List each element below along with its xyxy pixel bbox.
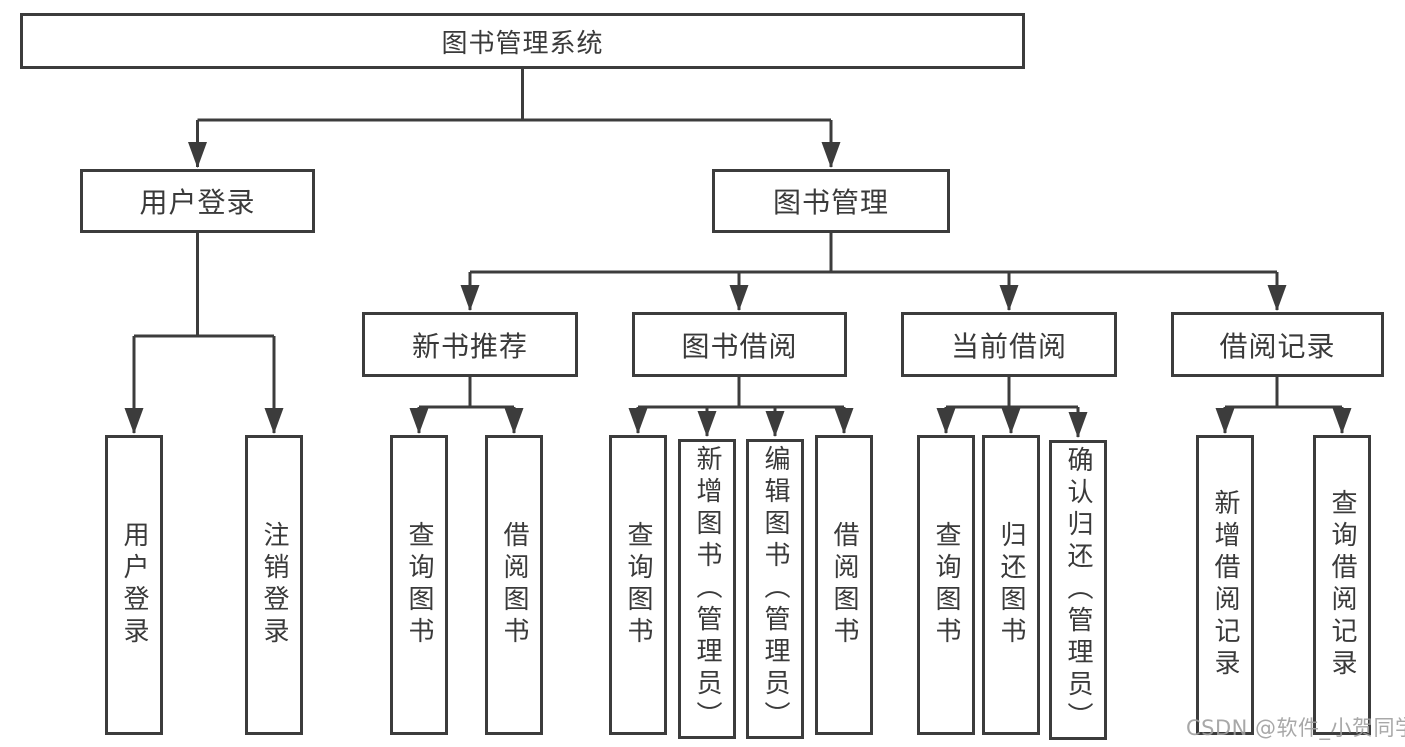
leaf-newbook-query-books: 查询图书 (390, 435, 448, 735)
leaf-logout: 注销登录 (245, 435, 303, 735)
connector-current-to-leaves (936, 377, 1088, 438)
leaf-current-query-books: 查询图书 (917, 435, 975, 735)
leaf-records-add-record: 新增借阅记录 (1196, 435, 1254, 735)
leaf-records-query-record: 查询借阅记录 (1313, 435, 1371, 735)
leaf-borrowing-edit-books-admin-label: 编辑图书（管理员） (760, 445, 790, 733)
leaf-borrowing-edit-books-admin: 编辑图书（管理员） (746, 439, 804, 739)
leaf-user-login: 用户登录 (105, 435, 163, 735)
leaf-current-confirm-return-admin-label: 确认归还（管理员） (1063, 446, 1093, 734)
connector-records-to-leaves (1215, 377, 1352, 434)
connector-login-to-leaves (124, 233, 284, 434)
node-current-borrowing-label: 当前借阅 (950, 329, 1067, 363)
node-borrowing-records: 借阅记录 (1171, 312, 1384, 377)
connector-root-to-level2 (188, 68, 841, 168)
node-book-management: 图书管理 (712, 169, 950, 233)
leaf-borrowing-borrow-books: 借阅图书 (815, 435, 873, 735)
leaf-logout-label: 注销登录 (259, 521, 289, 649)
leaf-borrowing-add-books-admin: 新增图书（管理员） (678, 439, 736, 739)
leaf-borrowing-borrow-books-label: 借阅图书 (829, 521, 859, 649)
node-book-borrowing-label: 图书借阅 (681, 329, 798, 363)
leaf-newbook-query-books-label: 查询图书 (404, 521, 434, 649)
leaf-borrowing-query-books: 查询图书 (609, 435, 667, 735)
leaf-current-confirm-return-admin: 确认归还（管理员） (1049, 440, 1107, 740)
node-borrowing-records-label: 借阅记录 (1219, 329, 1336, 363)
leaf-newbook-borrow-books-label: 借阅图书 (499, 521, 529, 649)
connector-management-to-level3 (460, 233, 1287, 311)
leaf-user-login-label: 用户登录 (119, 521, 149, 649)
leaf-borrowing-query-books-label: 查询图书 (623, 521, 653, 649)
csdn-watermark: CSDN @软件_小贺同学 (1186, 716, 1405, 740)
leaf-current-query-books-label: 查询图书 (931, 521, 961, 649)
leaf-current-return-books-label: 归还图书 (996, 521, 1026, 649)
node-root-label: 图书管理系统 (441, 28, 604, 59)
node-user-login: 用户登录 (80, 169, 315, 233)
node-new-book-recommendation-label: 新书推荐 (411, 329, 528, 363)
node-new-book-recommendation: 新书推荐 (362, 312, 578, 377)
node-book-borrowing: 图书借阅 (632, 312, 847, 377)
leaf-current-return-books: 归还图书 (982, 435, 1040, 735)
connector-newbook-to-leaves (409, 377, 524, 434)
node-root-system: 图书管理系统 (20, 13, 1025, 69)
leaf-records-query-record-label: 查询借阅记录 (1327, 489, 1357, 681)
node-current-borrowing: 当前借阅 (901, 312, 1117, 377)
leaf-records-add-record-label: 新增借阅记录 (1210, 489, 1240, 681)
node-book-management-label: 图书管理 (772, 186, 889, 219)
connector-borrowing-to-leaves (628, 377, 854, 437)
leaf-newbook-borrow-books: 借阅图书 (485, 435, 543, 735)
leaf-borrowing-add-books-admin-label: 新增图书（管理员） (692, 445, 722, 733)
node-user-login-label: 用户登录 (139, 186, 256, 219)
